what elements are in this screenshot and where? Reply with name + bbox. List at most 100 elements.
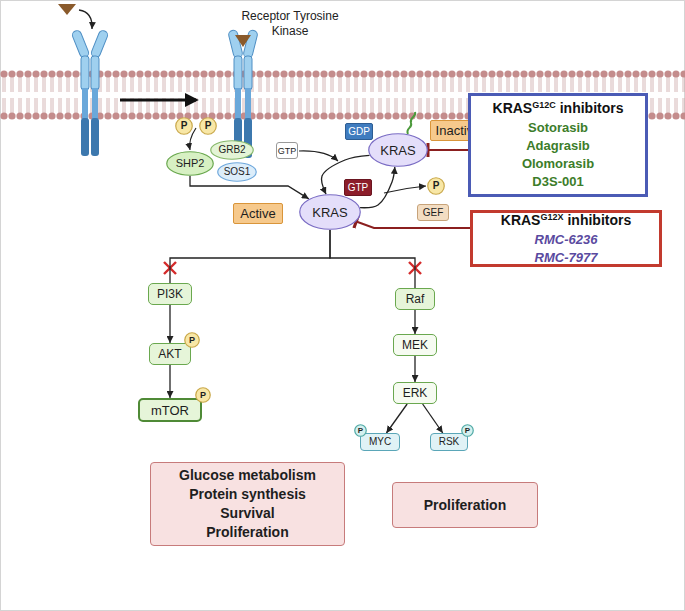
phosphate-circle: P: [175, 117, 193, 135]
node-label: RSK: [439, 436, 460, 448]
drug-name: Sotorasib: [528, 119, 588, 137]
node-label: GTP: [348, 182, 369, 194]
node-label: P: [181, 120, 188, 132]
inhibitor-heading: KRASG12X inhibitors: [501, 211, 631, 231]
node-label: Raf: [406, 292, 425, 306]
node-label: Proliferation: [424, 496, 506, 515]
inhibitor-box: KRASG12XinhibitorsRMC-6236RMC-7977: [470, 210, 662, 267]
node-label: GEF: [423, 207, 444, 219]
phosphate-circle-shape: [176, 118, 193, 135]
node-label: PI3K: [157, 287, 183, 301]
kras-protein-shape: [300, 195, 361, 230]
receptor-transmembrane: [245, 88, 251, 120]
drug-name: D3S-001: [532, 173, 583, 191]
signal-arrow: [169, 365, 170, 398]
nucleotide-tag: GTP: [276, 142, 298, 159]
phosphate-circle: P: [461, 424, 474, 437]
signal-arrow: [423, 404, 443, 433]
node-label: P: [200, 390, 206, 400]
drug-name: Adagrasib: [526, 137, 590, 155]
kinase-box: PI3K: [148, 283, 192, 305]
drug-name: RMC-7977: [535, 249, 598, 267]
gef-tag: GEF: [417, 204, 449, 221]
mutation-superscript: G12C: [532, 100, 556, 110]
phosphate-circle: P: [195, 387, 211, 403]
kinase-box: ERK: [393, 382, 437, 404]
mutation-superscript: G12X: [540, 212, 563, 222]
receptor-kinase: [81, 118, 89, 156]
receptor-stem: [91, 56, 99, 90]
receptor-stem: [81, 56, 89, 90]
receptor-transmembrane: [235, 88, 241, 120]
signal-arrow: [414, 310, 415, 334]
heading-text: inhibitors: [567, 212, 631, 228]
receptor-arm: [243, 29, 259, 58]
kinase-box: AKT: [149, 343, 191, 365]
adaptor-protein: GRB2: [210, 140, 254, 160]
signal-arrow: [386, 404, 407, 433]
phosphate-circle-shape: [185, 333, 200, 348]
phosphate-circle: P: [199, 117, 217, 135]
receptor-arm: [90, 29, 109, 58]
signal-arrow: [414, 356, 415, 382]
kras-protein: KRAS: [299, 194, 361, 230]
activation-arrow: [120, 99, 196, 102]
kinase-box: MEK: [393, 334, 437, 356]
gef-protein: SOS1: [217, 162, 257, 182]
state-tag: Active: [233, 203, 283, 224]
receptor-stem: [244, 56, 252, 90]
phosphatase-protein: SHP2: [166, 151, 214, 176]
receptor-transmembrane: [92, 88, 98, 120]
gtp-loading-arrow: [299, 151, 338, 161]
heading-text: KRAS: [493, 100, 533, 116]
receptor-symbol: [228, 29, 259, 158]
outcome-box: Glucose metabolismProtein synthesisSurvi…: [150, 462, 345, 546]
drug-name: Olomorasib: [522, 155, 594, 173]
lipid-anchor: [407, 112, 415, 134]
node-label: KRAS: [312, 205, 347, 220]
node-label: AKT: [158, 347, 181, 361]
outcome-box: Proliferation: [392, 482, 538, 528]
node-label: Active: [240, 206, 275, 221]
phosphate-circle: P: [354, 424, 367, 437]
node-label: Glucose metabolism: [179, 466, 316, 485]
signal-line: [170, 230, 330, 283]
receptor-symbol: [71, 29, 109, 156]
receptor-arm: [71, 29, 90, 58]
node-label: mTOR: [151, 403, 189, 418]
inhibition-line: [428, 149, 468, 151]
free-ligand: [58, 4, 76, 15]
node-label: P: [465, 426, 470, 435]
phosphate-circle-shape: [428, 178, 445, 195]
node-label: GDP: [348, 126, 370, 138]
node-label: KRAS: [380, 143, 415, 158]
gef-protein-shape: [218, 163, 257, 182]
heading-text: KRAS: [501, 212, 541, 228]
node-label: MYC: [369, 436, 391, 448]
node-label: ERK: [403, 386, 428, 400]
node-label: P: [205, 120, 212, 132]
node-label: Survival: [220, 504, 274, 523]
node-label: P: [189, 335, 195, 345]
target-box: RSK: [430, 433, 468, 451]
kinase-box: mTOR: [138, 398, 202, 422]
phosphatase-protein-shape: [167, 152, 214, 176]
inhibitor-box: KRASG12CinhibitorsSotorasibAdagrasibOlom…: [468, 93, 648, 197]
target-box: MYC: [360, 433, 400, 451]
phosphate-circle: P: [184, 332, 200, 348]
bound-ligand: [235, 35, 251, 47]
node-label: MEK: [402, 338, 428, 352]
nucleotide-tag: GDP: [345, 123, 373, 140]
receptor-kinase: [91, 118, 99, 156]
kinase-box: Raf: [395, 288, 435, 310]
node-label: GRB2: [218, 144, 245, 156]
node-label: SOS1: [224, 166, 251, 178]
node-label: Protein synthesis: [189, 485, 306, 504]
inhibition-line: [356, 222, 470, 228]
phosphate-circle-shape: [462, 425, 474, 437]
nucleotide-tag: GTP: [344, 179, 372, 196]
kras-protein: KRAS: [368, 133, 428, 167]
node-label: P: [433, 180, 440, 192]
node-label: P: [358, 426, 363, 435]
